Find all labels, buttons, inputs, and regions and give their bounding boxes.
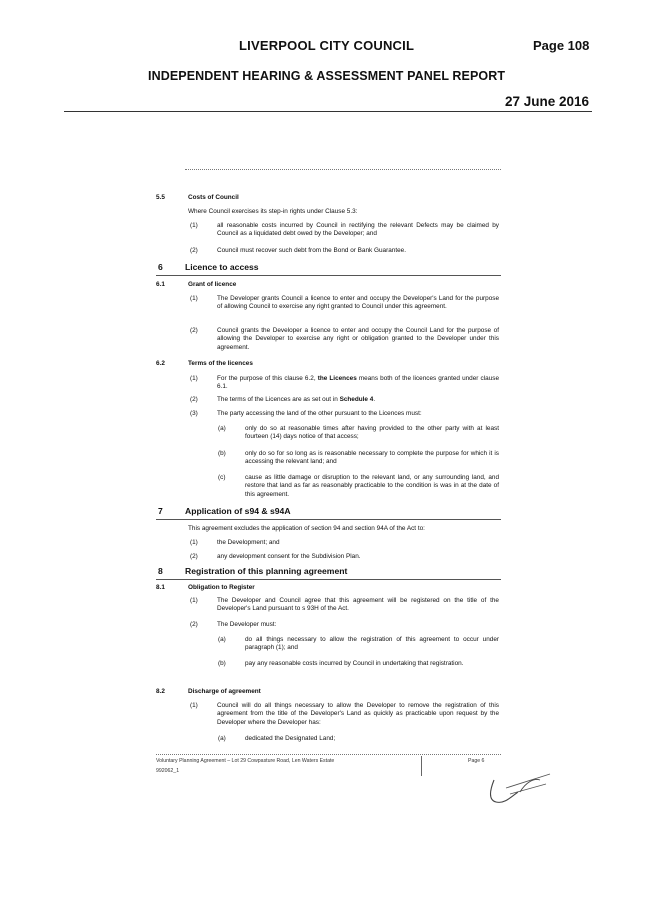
para-number: (2) — [190, 327, 198, 334]
subpara-text: do all things necessary to allow the reg… — [245, 636, 499, 652]
para-number: (1) — [190, 597, 198, 604]
subpara-text: only do so for so long as is reasonable … — [245, 450, 499, 466]
para-number: (2) — [190, 621, 198, 628]
para-text: The Developer and Council agree that thi… — [217, 597, 499, 613]
para-text: the Development; and — [217, 539, 280, 546]
clause-title: Obligation to Register — [188, 584, 255, 591]
para-text-part: The terms of the Licences are as set out… — [217, 396, 340, 403]
para-text-part: For the purpose of this clause 6.2, — [217, 375, 318, 382]
clause-number: 6.1 — [156, 281, 165, 288]
para-number: (2) — [190, 396, 198, 403]
subpara-number: (a) — [218, 636, 226, 643]
defined-term: Schedule 4 — [339, 396, 374, 403]
section-title: Application of s94 & s94A — [185, 506, 291, 516]
para-number: (1) — [190, 375, 198, 382]
para-text: The Developer must: — [217, 621, 277, 628]
footer-divider — [421, 756, 422, 776]
para-text-part: means both of the licences granted under… — [217, 375, 499, 391]
para-text: Council will do all things necessary to … — [217, 702, 499, 726]
subpara-text: dedicated the Designated Land; — [245, 735, 336, 742]
clause-intro: Where Council exercises its step-in righ… — [188, 208, 358, 215]
section-title: Registration of this planning agreement — [185, 566, 348, 576]
section-number: 7 — [158, 506, 163, 516]
clause-title: Terms of the licences — [188, 360, 253, 367]
para-number: (1) — [190, 702, 198, 709]
clause-number: 6.2 — [156, 360, 165, 367]
section-rule — [156, 275, 501, 276]
clause-title: Grant of licence — [188, 281, 237, 288]
section-rule — [156, 579, 501, 580]
section-number: 8 — [158, 566, 163, 576]
para-text: The Developer grants Council a licence t… — [217, 295, 499, 311]
para-number: (2) — [190, 553, 198, 560]
footer-page: Page 6 — [468, 758, 485, 764]
footer-rule — [156, 754, 501, 755]
subpara-text: only do so at reasonable times after hav… — [245, 425, 499, 441]
section-number: 6 — [158, 262, 163, 272]
section-rule — [156, 519, 501, 520]
report-date: 27 June 2016 — [505, 94, 590, 109]
para-text: For the purpose of this clause 6.2, the … — [217, 375, 499, 392]
defined-term: the Licences — [317, 375, 357, 382]
clause-title: Discharge of agreement — [188, 688, 261, 695]
clause-number: 8.1 — [156, 584, 165, 591]
para-text: The party accessing the land of the othe… — [217, 410, 422, 417]
subpara-number: (b) — [218, 450, 226, 457]
para-number: (1) — [190, 222, 198, 229]
clause-number: 5.5 — [156, 194, 165, 201]
para-text: any development consent for the Subdivis… — [217, 553, 361, 560]
signature-icon — [489, 773, 551, 803]
para-text: The terms of the Licences are as set out… — [217, 396, 499, 403]
page-number: Page 108 — [533, 38, 590, 53]
clause-title: Costs of Council — [188, 194, 239, 201]
subpara-number: (a) — [218, 425, 226, 432]
header-rule — [64, 111, 592, 112]
subpara-text: pay any reasonable costs incurred by Cou… — [245, 660, 464, 667]
clause-intro: This agreement excludes the application … — [188, 525, 425, 532]
para-number: (1) — [190, 295, 198, 302]
subpara-number: (c) — [218, 474, 226, 481]
footer-title: Voluntary Planning Agreement – Lot 29 Co… — [156, 758, 335, 764]
para-number: (1) — [190, 539, 198, 546]
para-number: (2) — [190, 247, 198, 254]
footer-ref: 992062_1 — [156, 768, 180, 774]
para-text: Council grants the Developer a licence t… — [217, 327, 499, 351]
subpara-number: (b) — [218, 660, 226, 667]
para-text-part: . — [373, 396, 376, 403]
para-text: all reasonable costs incurred by Council… — [217, 222, 499, 238]
clause-number: 8.2 — [156, 688, 165, 695]
embedded-page-top-rule — [185, 169, 501, 170]
subpara-text: cause as little damage or disruption to … — [245, 474, 499, 498]
para-text: Council must recover such debt from the … — [217, 247, 406, 254]
section-title: Licence to access — [185, 262, 259, 272]
para-number: (3) — [190, 410, 198, 417]
subpara-number: (a) — [218, 735, 226, 742]
council-name: LIVERPOOL CITY COUNCIL — [239, 38, 415, 53]
report-title: INDEPENDENT HEARING & ASSESSMENT PANEL R… — [148, 69, 506, 83]
